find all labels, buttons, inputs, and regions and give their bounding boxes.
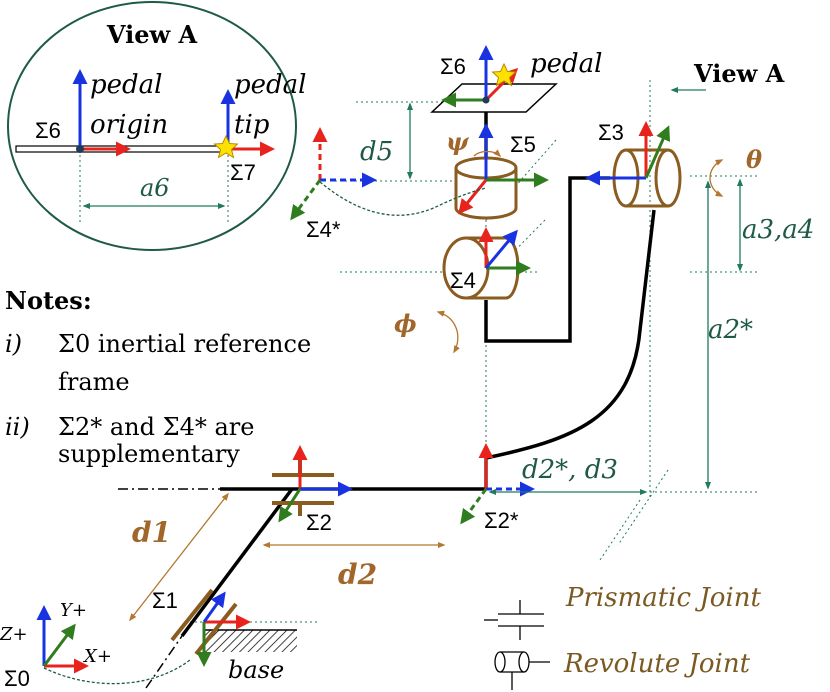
label-view-a-callout: View A [693,59,785,88]
label-psi: ψ [446,127,470,156]
pedal-tip-label-2: tip [234,110,270,140]
revolute-legend-icon [494,651,550,690]
frame-s5 [458,123,549,215]
view-a-frame-7: Σ7 [230,160,256,185]
view-a-inset: View A pedal origin pedal tip Σ6 Σ7 a6 [7,1,307,251]
link-curved-arm [485,209,656,460]
label-a2star: a2* [708,315,753,345]
label-yplus: Y+ [60,600,87,621]
frame-s4 [478,227,531,276]
label-zplus: Z+ [0,624,28,645]
label-d1: d1 [132,516,171,549]
view-a-title: View A [106,20,198,49]
phi-arc [436,310,460,354]
d1-line [129,492,229,622]
label-phi: ϕ [394,309,417,338]
label-base: base [228,656,284,684]
psi-arc [473,149,502,158]
label-s2: Σ2 [306,510,332,535]
label-s5: Σ5 [510,132,536,157]
label-s3: Σ3 [598,120,624,145]
pedal-plane [430,83,558,113]
frame-s4star [290,127,487,221]
label-d2: d2 [338,558,377,591]
pedal-origin-label-2: origin [90,110,168,140]
dimension-lines [129,86,744,622]
pedal-tip-label-1: pedal [234,70,307,100]
prismatic-legend-icon [484,600,544,640]
pedal-star [491,62,517,87]
pedal-origin-point [76,145,84,153]
link-arm-34 [484,176,610,343]
note-i-label: i) [5,330,22,358]
notes-block: Notes: i) Σ0 inertial reference frame ii… [5,286,311,468]
theta-arc [709,159,724,197]
note-ii-line2: supplementary [58,440,240,468]
base-hatch [205,630,297,652]
label-s0: Σ0 [4,666,30,691]
view-a-circle [7,1,297,251]
label-s2star: Σ2* [484,508,519,533]
note-ii-line1: Σ2* and Σ4* are [58,413,254,441]
label-s1: Σ1 [152,588,178,613]
notes-heading: Notes: [5,286,92,315]
label-s6: Σ6 [440,54,466,79]
pedal-origin-label-1: pedal [90,70,163,100]
link-d1 [180,487,294,638]
labels: Σ6 pedal View A Σ5 Σ3 ψ θ d5 a3,a4 a2* d… [0,49,814,691]
frame-s0 [36,605,191,685]
label-d5: d5 [360,137,393,167]
a6-label: a6 [140,174,170,202]
frame-s3 [585,121,671,186]
view-a-frame-6: Σ6 [35,118,61,143]
pedal-tip-star [213,134,239,159]
legend-prismatic: Prismatic Joint [565,583,761,613]
label-d2star-d3: d2*, d3 [522,455,618,485]
legend-revolute: Revolute Joint [563,649,751,679]
frame-s2 [278,445,353,523]
legend: Prismatic Joint Revolute Joint [484,583,761,690]
axis-extension-base [145,635,183,689]
note-i-line1: Σ0 inertial reference [58,330,311,358]
label-s4star: Σ4* [306,217,341,242]
label-pedal: pedal [530,49,603,79]
label-a3a4: a3,a4 [742,215,814,245]
label-s4: Σ4 [450,268,476,293]
label-theta: θ [746,145,762,174]
note-i-line2: frame [58,368,130,396]
frame-s1 [196,591,251,667]
frame-s6 [441,45,519,108]
note-ii-label: ii) [5,413,30,441]
label-xplus: X+ [82,646,112,667]
